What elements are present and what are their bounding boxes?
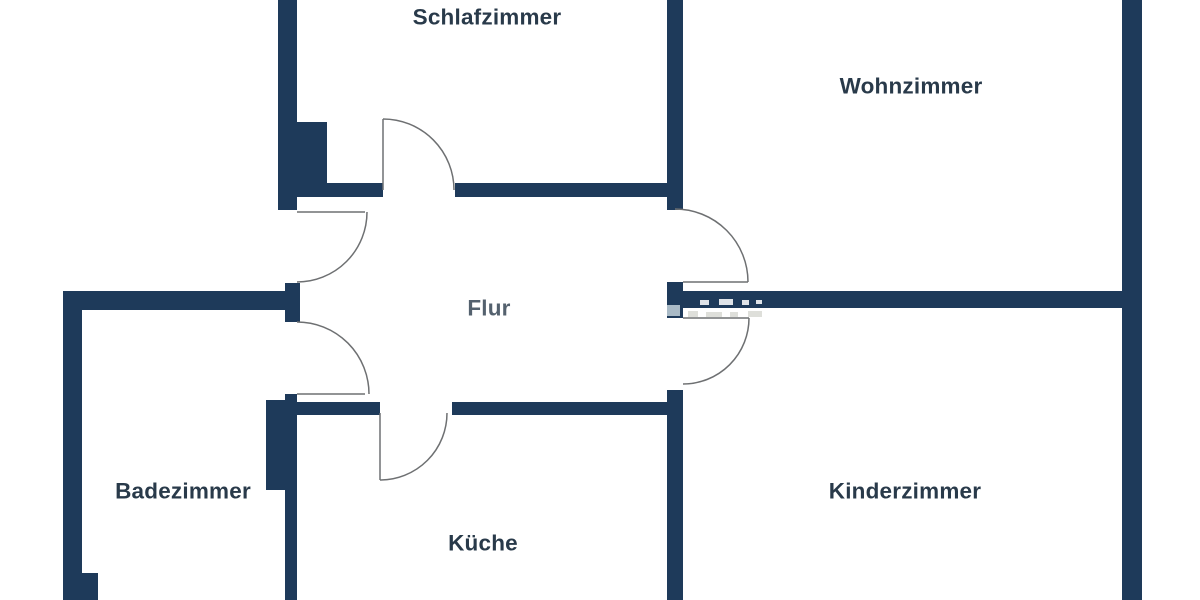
watermark-dash-below-wall-2 [730, 312, 738, 317]
watermark-dash-below-wall-0 [688, 311, 698, 317]
room-label-badezimmer: Badezimmer [115, 479, 251, 504]
wall-flur-left-stub [285, 283, 300, 322]
room-label-flur: Flur [467, 296, 510, 321]
wall-badezimmer-top [63, 291, 288, 310]
watermark-dash-on-wall-1 [719, 299, 733, 305]
door-arc-badezimmer-door [296, 321, 370, 395]
door-arc-schlafzimmer-door [382, 118, 455, 191]
watermark-dash-on-wall-0 [700, 300, 709, 305]
door-arc-kueche-door [379, 412, 448, 481]
wall-outer-left [63, 291, 82, 600]
wall-outer-right [1122, 0, 1142, 600]
door-arc-wohnzimmer-door [674, 208, 749, 283]
wall-flur-wohnzimmer-divider [667, 0, 683, 210]
wall-wohnzimmer-kinderzimmer-divider [683, 291, 1122, 308]
wall-badezimmer-kueche-divider [285, 394, 297, 600]
wall-kueche-top-left [297, 402, 380, 415]
room-label-wohnzimmer: Wohnzimmer [840, 74, 983, 99]
room-label-schlafzimmer: Schlafzimmer [413, 5, 562, 30]
door-arc-kinderzimmer-door [682, 317, 750, 385]
door-arc-entrance-door [296, 211, 368, 283]
wall-badezimmer-duct [266, 400, 285, 490]
wall-schlafzimmer-left [278, 0, 297, 210]
watermark-square [667, 305, 680, 316]
watermark-dash-below-wall-3 [748, 311, 762, 317]
room-label-kinderzimmer: Kinderzimmer [829, 479, 981, 504]
watermark-dash-on-wall-3 [756, 300, 762, 304]
wall-kueche-kinderzimmer-divider [667, 390, 683, 600]
wall-schlafzimmer-bottom-left [297, 183, 383, 197]
watermark-dash-on-wall-2 [742, 300, 749, 305]
wall-schlafzimmer-bottom-right [455, 183, 667, 197]
watermark-dash-below-wall-1 [706, 312, 722, 317]
room-label-kueche: Küche [448, 531, 518, 556]
wall-outer-left-foot [82, 573, 98, 600]
wall-kueche-top-right [452, 402, 683, 415]
